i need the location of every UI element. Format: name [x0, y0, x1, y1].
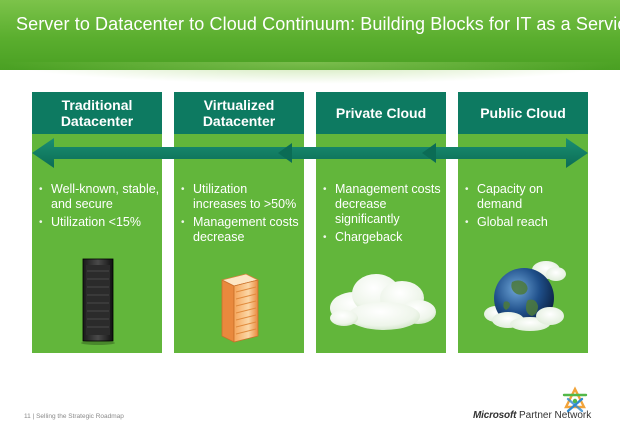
bullet-list: Utilization increases to >50% Management… [180, 182, 302, 248]
bullet-item: Utilization increases to >50% [180, 182, 302, 212]
bullet-list: Capacity on demand Global reach [464, 182, 586, 233]
bullet-item: Utilization <15% [38, 215, 160, 230]
bullet-item: Global reach [464, 215, 586, 230]
bullet-item: Capacity on demand [464, 182, 586, 212]
column-heading: Traditional Datacenter [32, 92, 162, 134]
bullet-list: Well-known, stable, and secure Utilizati… [38, 182, 160, 233]
bullet-item: Management costs decrease [180, 215, 302, 245]
footer-section: Selling the Strategic Roadmap [36, 413, 124, 420]
bullet-item: Management costs decrease significantly [322, 182, 444, 227]
column-public-cloud: Public Cloud Capacity on demand Global r… [458, 92, 588, 353]
column-virtualized-datacenter: Virtualized Datacenter Utilization incre… [174, 92, 304, 353]
column-traditional-datacenter: Traditional Datacenter Well-known, stabl… [32, 92, 162, 353]
footer-separator: | [32, 413, 35, 420]
bullet-item: Chargeback [322, 230, 444, 245]
partner-network-logo: Microsoft Partner Network [473, 410, 591, 421]
column-private-cloud: Private Cloud Management costs decrease … [316, 92, 446, 353]
server-rack-icon [220, 273, 260, 343]
cloud-icon [330, 274, 436, 330]
partner-network-logo-icon [562, 386, 588, 413]
column-heading: Public Cloud [458, 92, 588, 134]
bullet-item: Well-known, stable, and secure [38, 182, 160, 212]
logo-suffix: Partner Network [518, 410, 592, 421]
column-heading: Private Cloud [316, 92, 446, 134]
slide-title: Server to Datacenter to Cloud Continuum:… [16, 14, 620, 34]
logo-brand: Microsoft [473, 410, 517, 421]
globe-icon [484, 261, 566, 331]
footer-caption: 11 | Selling the Strategic Roadmap [24, 413, 124, 420]
double-arrow-icon [32, 138, 588, 168]
bullet-list: Management costs decrease significantly … [322, 182, 444, 248]
column-heading: Virtualized Datacenter [174, 92, 304, 134]
server-tower-icon [81, 258, 115, 345]
title-bar: Server to Datacenter to Cloud Continuum:… [0, 0, 620, 84]
page-number: 11 [24, 413, 31, 420]
